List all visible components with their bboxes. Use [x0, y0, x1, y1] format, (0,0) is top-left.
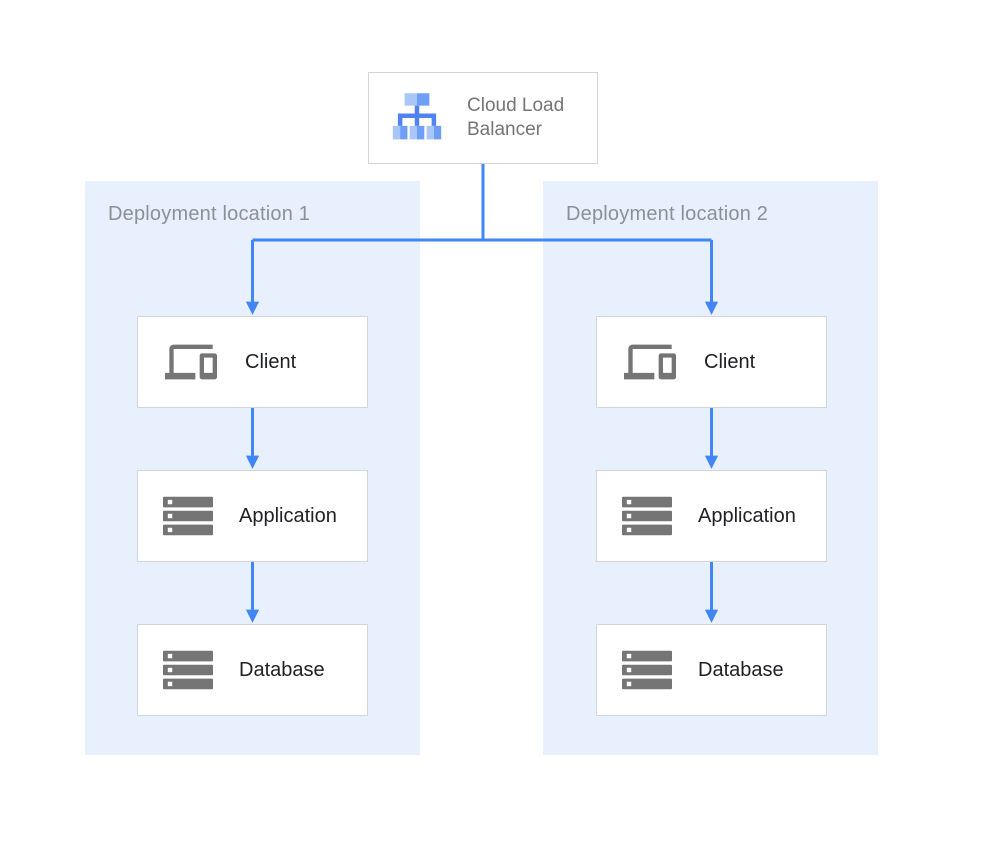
application-node-2-label: Application [698, 504, 796, 527]
load-balancer-icon [390, 91, 444, 145]
region-1-label: Deployment location 1 [108, 203, 311, 225]
cloud-load-balancer-label: Cloud Load Balancer [467, 94, 565, 140]
server-stack-icon [622, 650, 672, 690]
client-node-2-label: Client [704, 350, 756, 373]
application-node-2: Application [596, 470, 827, 562]
server-stack-icon [163, 496, 213, 536]
devices-icon [163, 336, 219, 388]
client-node-2: Client [596, 316, 827, 408]
devices-icon [622, 336, 678, 388]
database-node-2: Database [596, 624, 827, 716]
application-node-1: Application [137, 470, 368, 562]
database-node-1: Database [137, 624, 368, 716]
cloud-load-balancer-node: Cloud Load Balancer [368, 72, 598, 164]
server-stack-icon [622, 496, 672, 536]
database-node-2-label: Database [698, 658, 784, 681]
client-node-1: Client [137, 316, 368, 408]
client-node-1-label: Client [245, 350, 297, 373]
server-stack-icon [163, 650, 213, 690]
database-node-1-label: Database [239, 658, 325, 681]
region-2-label: Deployment location 2 [566, 203, 769, 225]
application-node-1-label: Application [239, 504, 337, 527]
